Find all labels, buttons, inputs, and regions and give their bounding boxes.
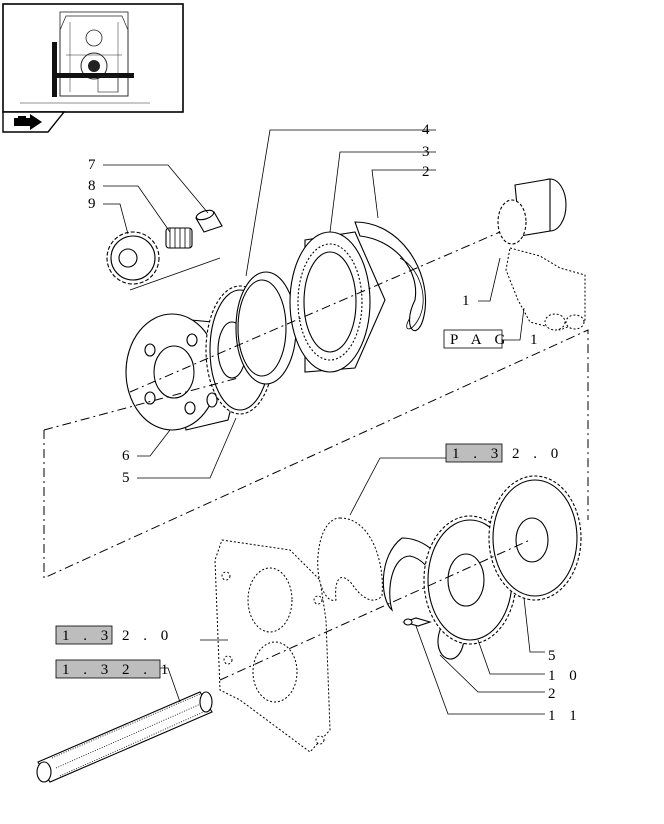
housing-plate-part <box>214 539 331 753</box>
reference-callout-2[interactable]: 1 . 3 2 . 0 <box>55 625 173 645</box>
part-label: 4 <box>422 122 435 138</box>
part-label: 3 <box>422 144 435 160</box>
part-label: 7 <box>88 157 101 173</box>
part-label: 1 1 <box>548 708 582 724</box>
part-label: 1 <box>462 293 475 309</box>
part-label: 1 0 <box>548 668 582 684</box>
leader-lines <box>103 129 545 715</box>
page-reference[interactable]: P A G 1 <box>443 329 538 349</box>
sleeve-part <box>497 178 567 245</box>
part-label: 5 <box>122 470 135 486</box>
shift-fork-part <box>505 247 586 331</box>
part-label: 2 <box>548 686 561 702</box>
dowel-pin-part <box>402 617 432 627</box>
part-label: 2 <box>422 164 435 180</box>
part-label: 8 <box>88 178 101 194</box>
thumbnail-frame[interactable] <box>2 3 184 113</box>
ring-gear-part <box>235 271 297 385</box>
thrust-washer-part <box>317 517 383 601</box>
pin-part <box>195 209 223 233</box>
reference-callout-3[interactable]: 1 . 3 2 . 1 <box>55 659 173 679</box>
reference-callout-1-text: 1 . 3 2 . 0 <box>452 446 563 462</box>
reference-callout-2-text: 1 . 3 2 . 0 <box>62 628 173 644</box>
part-number-labels: 7 8 9 4 3 2 1 6 5 5 1 0 2 1 1 <box>88 122 582 724</box>
back-nav-button[interactable] <box>2 111 66 133</box>
part-label: 6 <box>122 448 135 464</box>
tractor-thumbnail-icon <box>20 11 150 104</box>
needle-bearing-part <box>165 227 193 249</box>
part-label: 9 <box>88 196 101 212</box>
page-reference-number: 1 <box>530 332 538 348</box>
splined-shaft-part <box>36 691 213 783</box>
page-reference-box-text: P A G <box>450 332 510 348</box>
small-gear-part <box>106 231 160 285</box>
reference-callout-1[interactable]: 1 . 3 2 . 0 <box>445 443 563 463</box>
back-arrow-icon <box>14 114 42 130</box>
reference-callout-3-text: 1 . 3 2 . 1 <box>62 662 173 678</box>
snap-ring-part <box>354 221 427 332</box>
large-lower-gear-part <box>488 475 582 601</box>
internal-gear-drum-part <box>289 231 386 373</box>
part-label: 5 <box>548 648 561 664</box>
